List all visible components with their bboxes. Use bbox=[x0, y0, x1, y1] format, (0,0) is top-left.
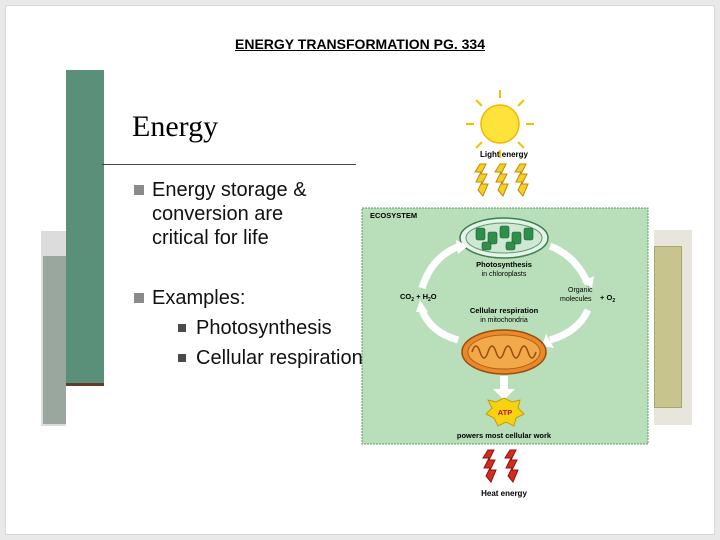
sub-bullet-square-icon bbox=[178, 354, 186, 362]
cycle-arrows-icon bbox=[418, 242, 592, 344]
energy-flow-diagram: Light energy ECOSYSTEM Photosynthesis in… bbox=[361, 90, 649, 498]
mitochondrion-icon bbox=[461, 329, 547, 375]
sub-bullet-item: Cellular respiration bbox=[178, 346, 424, 370]
sub-bullet-text: Cellular respiration bbox=[196, 347, 363, 369]
bullet-item: Examples: Photosynthesis Cellular respir… bbox=[134, 286, 424, 370]
atp-icon bbox=[485, 397, 525, 427]
photosynthesis-label: Photosynthesis bbox=[476, 260, 532, 269]
ecosystem-label: ECOSYSTEM bbox=[370, 211, 417, 220]
photosynthesis-sub-label: in chloroplasts bbox=[482, 271, 527, 278]
co2-h2o-label: CO2 + H2O bbox=[400, 292, 437, 303]
heat-arrows-icon bbox=[482, 449, 519, 483]
respiration-sub-label: in mitochondria bbox=[480, 317, 528, 324]
bullet-square-icon bbox=[134, 293, 144, 303]
bullet-text-line: Energy storage & bbox=[152, 179, 307, 201]
bullet-text-line: conversion are bbox=[152, 203, 284, 225]
o2-label: + O2 bbox=[600, 293, 615, 304]
organic-molecules-label-2: molecules bbox=[560, 296, 592, 303]
bullet-item: Energy storage & conversion are critical… bbox=[134, 178, 424, 250]
heat-energy-label: Heat energy bbox=[481, 489, 527, 498]
sub-bullet-item: Photosynthesis bbox=[178, 316, 424, 340]
sub-bullet-text: Photosynthesis bbox=[196, 317, 332, 339]
title-divider bbox=[102, 164, 356, 165]
slide-accent-bar bbox=[66, 70, 104, 386]
sub-bullet-square-icon bbox=[178, 324, 186, 332]
slide-image: Energy Energy storage & conversion are c… bbox=[66, 70, 654, 512]
sun-icon bbox=[466, 90, 534, 158]
respiration-label: Cellular respiration bbox=[470, 306, 539, 315]
chloroplast-icon bbox=[459, 217, 549, 259]
atp-label: ATP bbox=[498, 408, 512, 417]
bullet-text-line: critical for life bbox=[152, 227, 269, 249]
bullet-text-line: Examples: bbox=[152, 287, 246, 309]
bullet-list: Energy storage & conversion are critical… bbox=[134, 178, 424, 392]
powers-cellular-work-label: powers most cellular work bbox=[457, 431, 552, 440]
organic-molecules-label: Organic bbox=[568, 287, 593, 294]
light-arrows-icon bbox=[474, 163, 529, 197]
down-arrow-icon bbox=[493, 376, 515, 400]
cycle-arrowheads-icon bbox=[416, 240, 594, 348]
light-energy-label: Light energy bbox=[480, 150, 529, 159]
bullet-square-icon bbox=[134, 185, 144, 195]
page-title: ENERGY TRANSFORMATION PG. 334 bbox=[235, 36, 485, 52]
decorative-panel-right bbox=[652, 230, 692, 425]
slide-title: Energy bbox=[132, 110, 219, 143]
